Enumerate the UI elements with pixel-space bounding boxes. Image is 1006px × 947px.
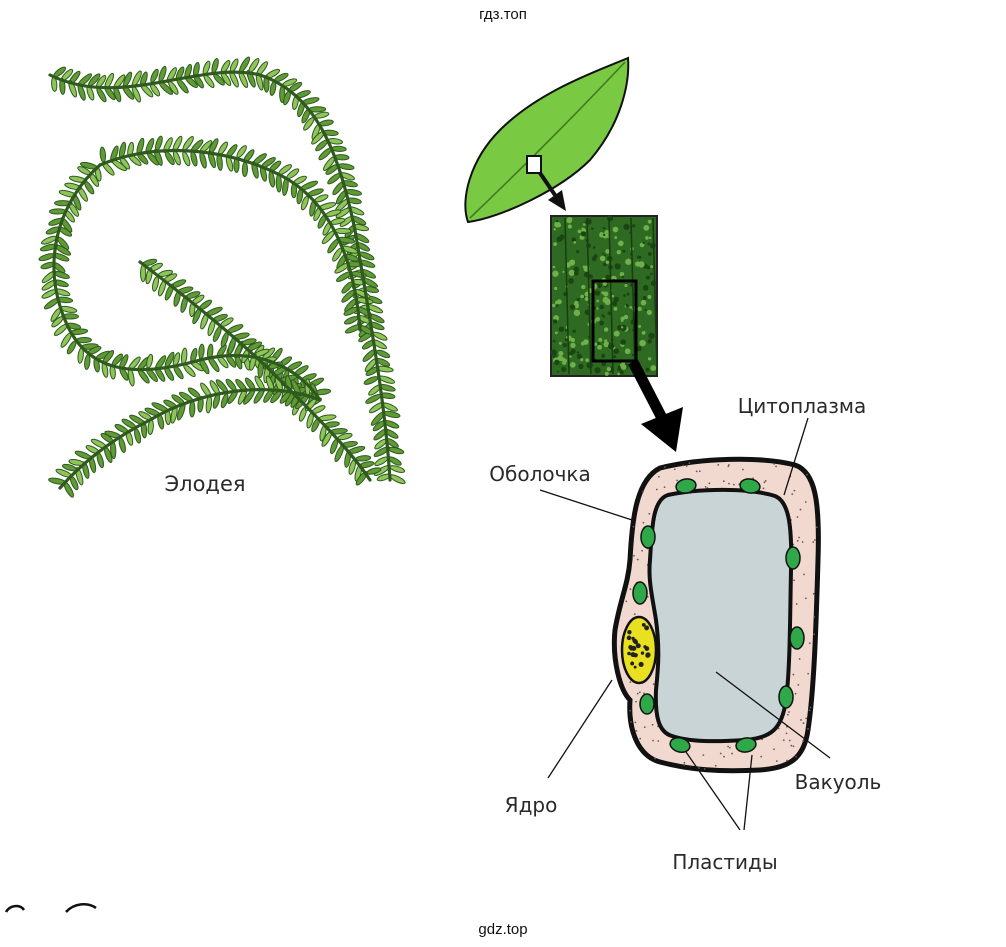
elodea-plant-icon — [38, 56, 406, 498]
plant-cell-icon — [611, 456, 821, 774]
label-cytoplasm: Цитоплазма — [738, 394, 867, 418]
leader-lines — [539, 417, 831, 831]
watermark-top: гдз.топ — [479, 6, 527, 23]
label-membrane: Оболочка — [489, 462, 590, 486]
leaf-icon — [464, 56, 630, 224]
label-vacuole: Вакуоль — [795, 770, 882, 794]
label-nucleus: Ядро — [505, 793, 558, 817]
stray-mark — [4, 903, 97, 913]
plastids — [632, 478, 805, 753]
vacuole — [647, 487, 794, 744]
label-plastids: Пластиды — [672, 850, 777, 874]
nucleus — [620, 615, 658, 685]
watermark-bottom: gdz.top — [478, 921, 527, 938]
leaf-tissue-sample-icon — [550, 215, 658, 377]
leaf-sample-marker — [526, 155, 542, 174]
elodea-label: Элодея — [164, 472, 245, 496]
arrow-tissue-to-cell — [628, 359, 683, 452]
tissue-zoom-marker — [591, 279, 638, 363]
arrow-leaf-to-tissue — [538, 171, 566, 211]
